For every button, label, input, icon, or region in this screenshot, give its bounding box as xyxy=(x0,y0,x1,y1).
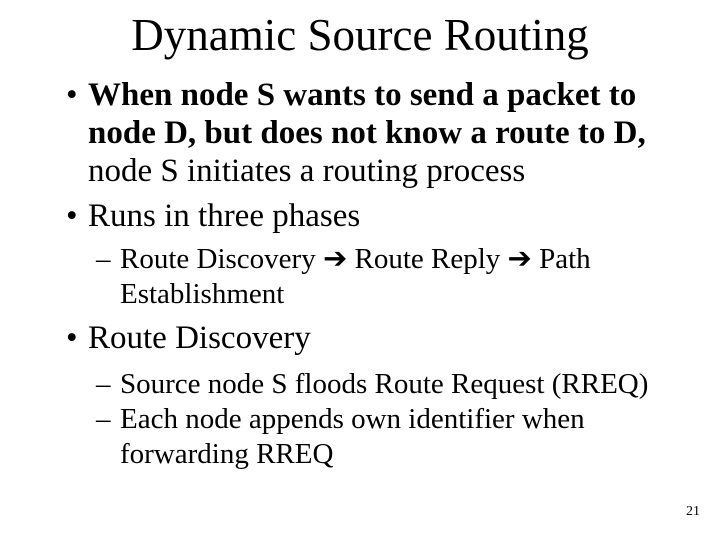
page-number: 21 xyxy=(686,504,700,519)
bullet-line: node D, but does not know a route to D, xyxy=(88,115,646,151)
bullet-line: node S initiates a routing process xyxy=(88,153,526,189)
dash-icon: – xyxy=(96,368,111,400)
sub-bullet-text: Route Discovery ➔ Route Reply ➔ Path Est… xyxy=(120,242,591,312)
sub-bullet-line: Establishment xyxy=(120,278,285,310)
bullet-item: • When node S wants to send a packet to … xyxy=(66,76,696,190)
sub-bullet-text: Source node S floods Route Request (RREQ… xyxy=(120,367,648,402)
bullet-item: • Runs in three phases xyxy=(66,197,696,235)
bullet-text: Runs in three phases xyxy=(88,197,360,235)
sub-bullet-line: Route Discovery ➔ Route Reply ➔ Path xyxy=(120,243,591,275)
sub-bullet-line: Source node S floods Route Request (RREQ… xyxy=(120,368,649,400)
dash-icon: – xyxy=(96,403,111,435)
sub-bullet-item: – Route Discovery ➔ Route Reply ➔ Path E… xyxy=(66,242,696,312)
sub-bullet-item: – Source node S floods Route Request (RR… xyxy=(66,367,696,402)
dash-icon: – xyxy=(96,243,111,275)
bullet-icon: • xyxy=(66,77,78,113)
bullet-icon: • xyxy=(66,320,78,356)
sub-bullet-line: Each node appends own identifier when xyxy=(120,403,585,435)
bullet-text: Route Discovery xyxy=(88,319,311,357)
sub-bullet-item: – Each node appends own identifier when … xyxy=(66,402,696,472)
sub-bullet-line: forwarding RREQ xyxy=(120,438,334,470)
bullet-item: • Route Discovery xyxy=(66,319,696,357)
bullet-line: Runs in three phases xyxy=(88,198,361,234)
bullet-line: When node S wants to send a packet to xyxy=(88,77,637,113)
slide-title: Dynamic Source Routing xyxy=(131,10,589,60)
bullet-icon: • xyxy=(66,198,78,234)
sub-bullet-text: Each node appends own identifier when fo… xyxy=(120,402,585,472)
bullet-text: When node S wants to send a packet to no… xyxy=(88,76,646,190)
slide-body: • When node S wants to send a packet to … xyxy=(66,76,696,472)
bullet-line: Route Discovery xyxy=(88,320,311,356)
